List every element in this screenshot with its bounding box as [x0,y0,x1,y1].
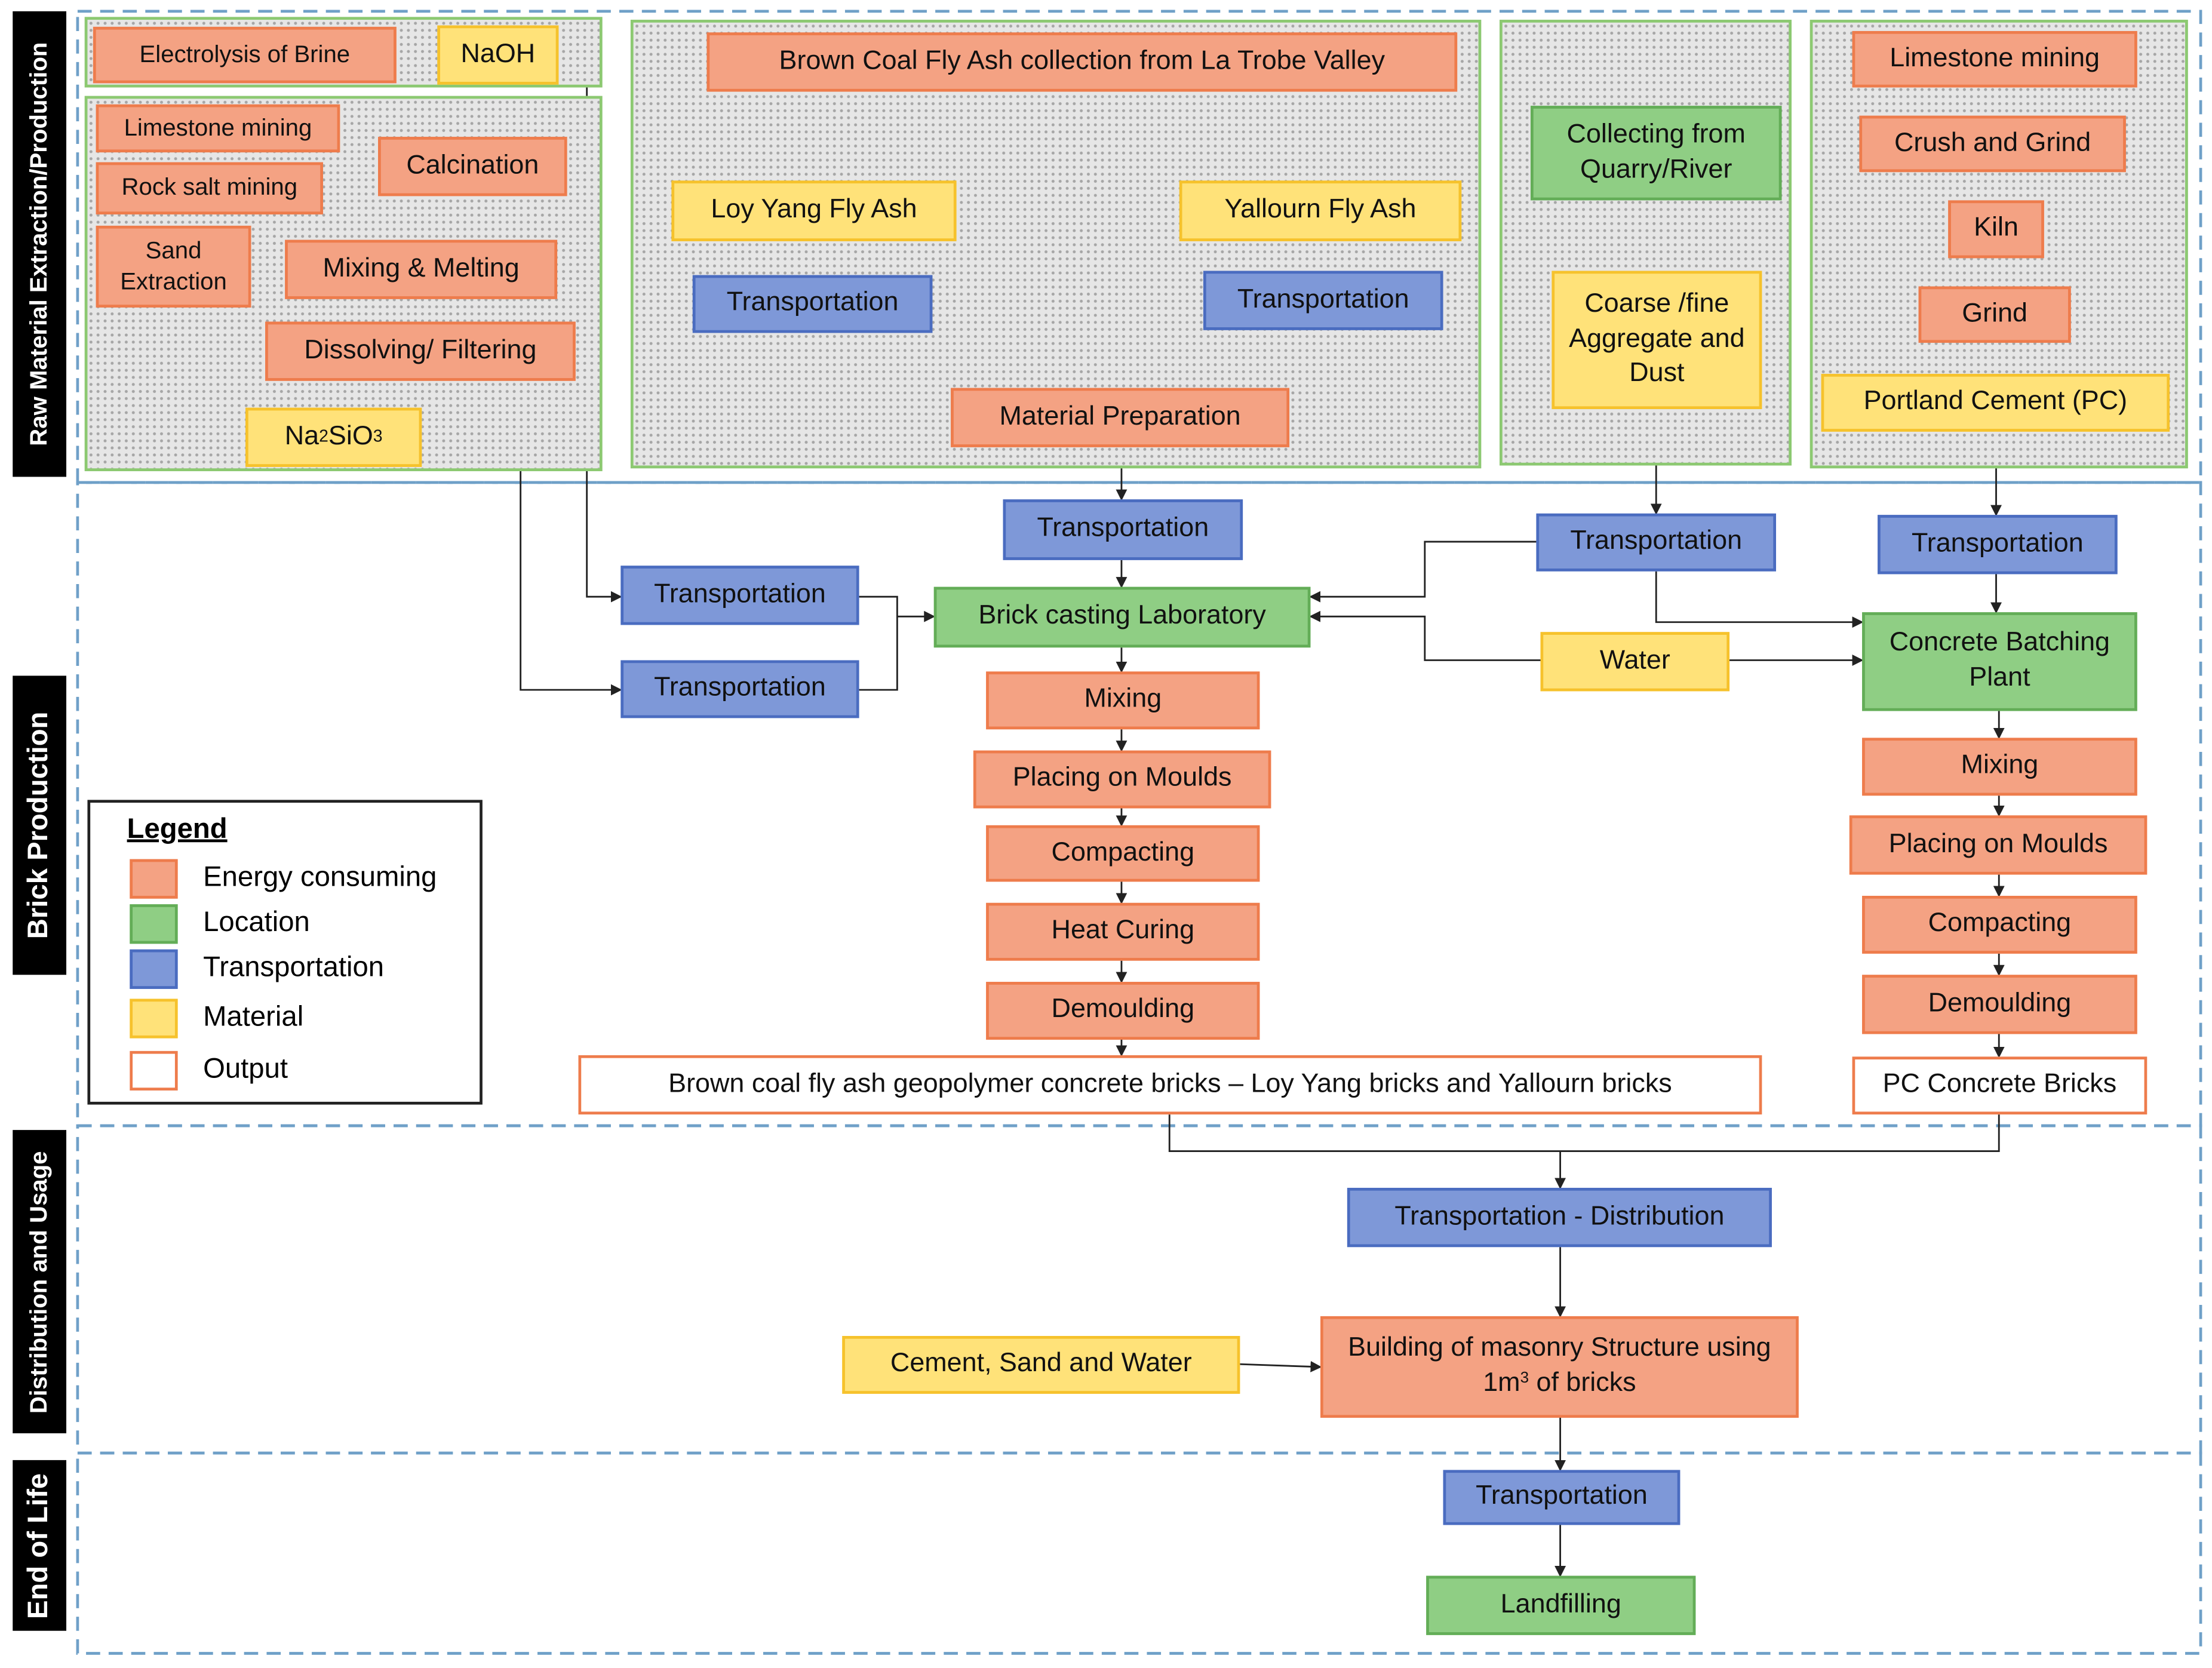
edge [859,595,898,691]
water: Water [1540,632,1730,692]
limestone-mining-silicate: Limestone mining [96,104,340,153]
building-masonry-structure: Building of masonry Structure using 1m3 … [1320,1316,1799,1418]
transportation-yallourn: Transportation [1203,271,1443,330]
stage-label-distribution: Distribution and Usage [13,1130,67,1433]
loy-yang-fly-ash: Loy Yang Fly Ash [671,180,957,241]
edge [422,438,622,696]
calcination: Calcination [378,137,567,196]
geopolymer-compacting: Compacting [986,825,1260,882]
transportation-naoh: Transportation [620,566,859,625]
panel-fly-ash [630,20,1482,469]
edge [1309,610,1541,661]
transportation-aggregate: Transportation [1536,513,1777,572]
portland-cement: Portland Cement (PC) [1821,373,2170,432]
cement-sand-and-water: Cement, Sand and Water [842,1336,1240,1394]
pc-mixing: Mixing [1862,738,2137,796]
stage-label-brick-production: Brick Production [13,675,67,975]
geopolymer-heat-curing: Heat Curing [986,902,1260,961]
legend: Legend Energy consuming Location Transpo… [87,800,483,1105]
geopolymer-demoulding: Demoulding [986,982,1260,1040]
pc-placing-on-moulds: Placing on Moulds [1849,815,2148,875]
legend-swatch-transportation [130,949,178,989]
transportation-loy-yang: Transportation [692,275,933,333]
brick-casting-laboratory: Brick casting Laboratory [933,586,1311,648]
transportation-silicate: Transportation [620,660,859,718]
edge [1655,571,1864,628]
stage-label-end-of-life: End of Life [13,1460,67,1631]
stage-dist-frame [76,1124,2202,1455]
geopolymer-placing-on-moulds: Placing on Moulds [973,750,1271,809]
rock-salt-mining: Rock salt mining [96,162,323,215]
kiln: Kiln [1948,200,2044,259]
pc-demoulding: Demoulding [1862,975,2137,1034]
sand-extraction: Sand Extraction [96,225,251,308]
pc-concrete-bricks-output: PC Concrete Bricks [1852,1056,2148,1115]
legend-swatch-material [130,999,178,1039]
transportation-cement: Transportation [1878,515,2118,575]
stage-raw-frame [76,10,2202,484]
mixing-and-melting: Mixing & Melting [285,239,558,299]
landfilling: Landfilling [1426,1575,1696,1635]
legend-swatch-location [130,904,178,944]
legend-swatch-output [130,1050,178,1091]
concrete-batching-plant: Concrete Batching Plant [1862,612,2137,711]
naoh: NaOH [437,25,559,85]
material-preparation: Material Preparation [951,388,1290,447]
electrolysis-of-brine: Electrolysis of Brine [93,26,397,84]
crush-and-grind: Crush and Grind [1859,115,2126,173]
legend-title: Legend [127,813,228,845]
edge [1168,1114,2000,1152]
dissolving-filtering: Dissolving/ Filtering [265,321,576,381]
edge [1240,1360,1322,1372]
transportation-end-of-life: Transportation [1443,1470,1680,1525]
stage-label-raw-material: Raw Material Extraction/Production [13,11,67,477]
stage-eol-frame [76,1451,2202,1655]
coarse-fine-aggregate: Coarse /fine Aggregate and Dust [1552,271,1762,410]
yallourn-fly-ash: Yallourn Fly Ash [1179,180,1462,241]
geopolymer-bricks-output: Brown coal fly ash geopolymer concrete b… [578,1055,1762,1115]
collecting-from-quarry-river: Collecting from Quarry/River [1530,106,1782,201]
edge [1309,540,1537,603]
legend-swatch-energy [130,859,178,899]
limestone-mining-cement: Limestone mining [1852,30,2137,88]
transportation-to-lab: Transportation [1003,499,1243,560]
grind: Grind [1918,286,2071,343]
pc-compacting: Compacting [1862,895,2137,954]
brown-coal-fly-ash-collection: Brown Coal Fly Ash collection from La Tr… [706,32,1458,92]
geopolymer-mixing: Mixing [986,671,1260,730]
transportation-distribution: Transportation - Distribution [1347,1187,1772,1248]
